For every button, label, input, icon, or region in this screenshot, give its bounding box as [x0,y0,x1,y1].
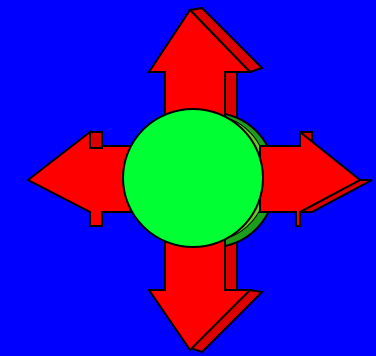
center-knob [123,109,263,247]
down-arrow-shaft-side [225,242,237,290]
left-arrow-side-face [90,132,102,148]
